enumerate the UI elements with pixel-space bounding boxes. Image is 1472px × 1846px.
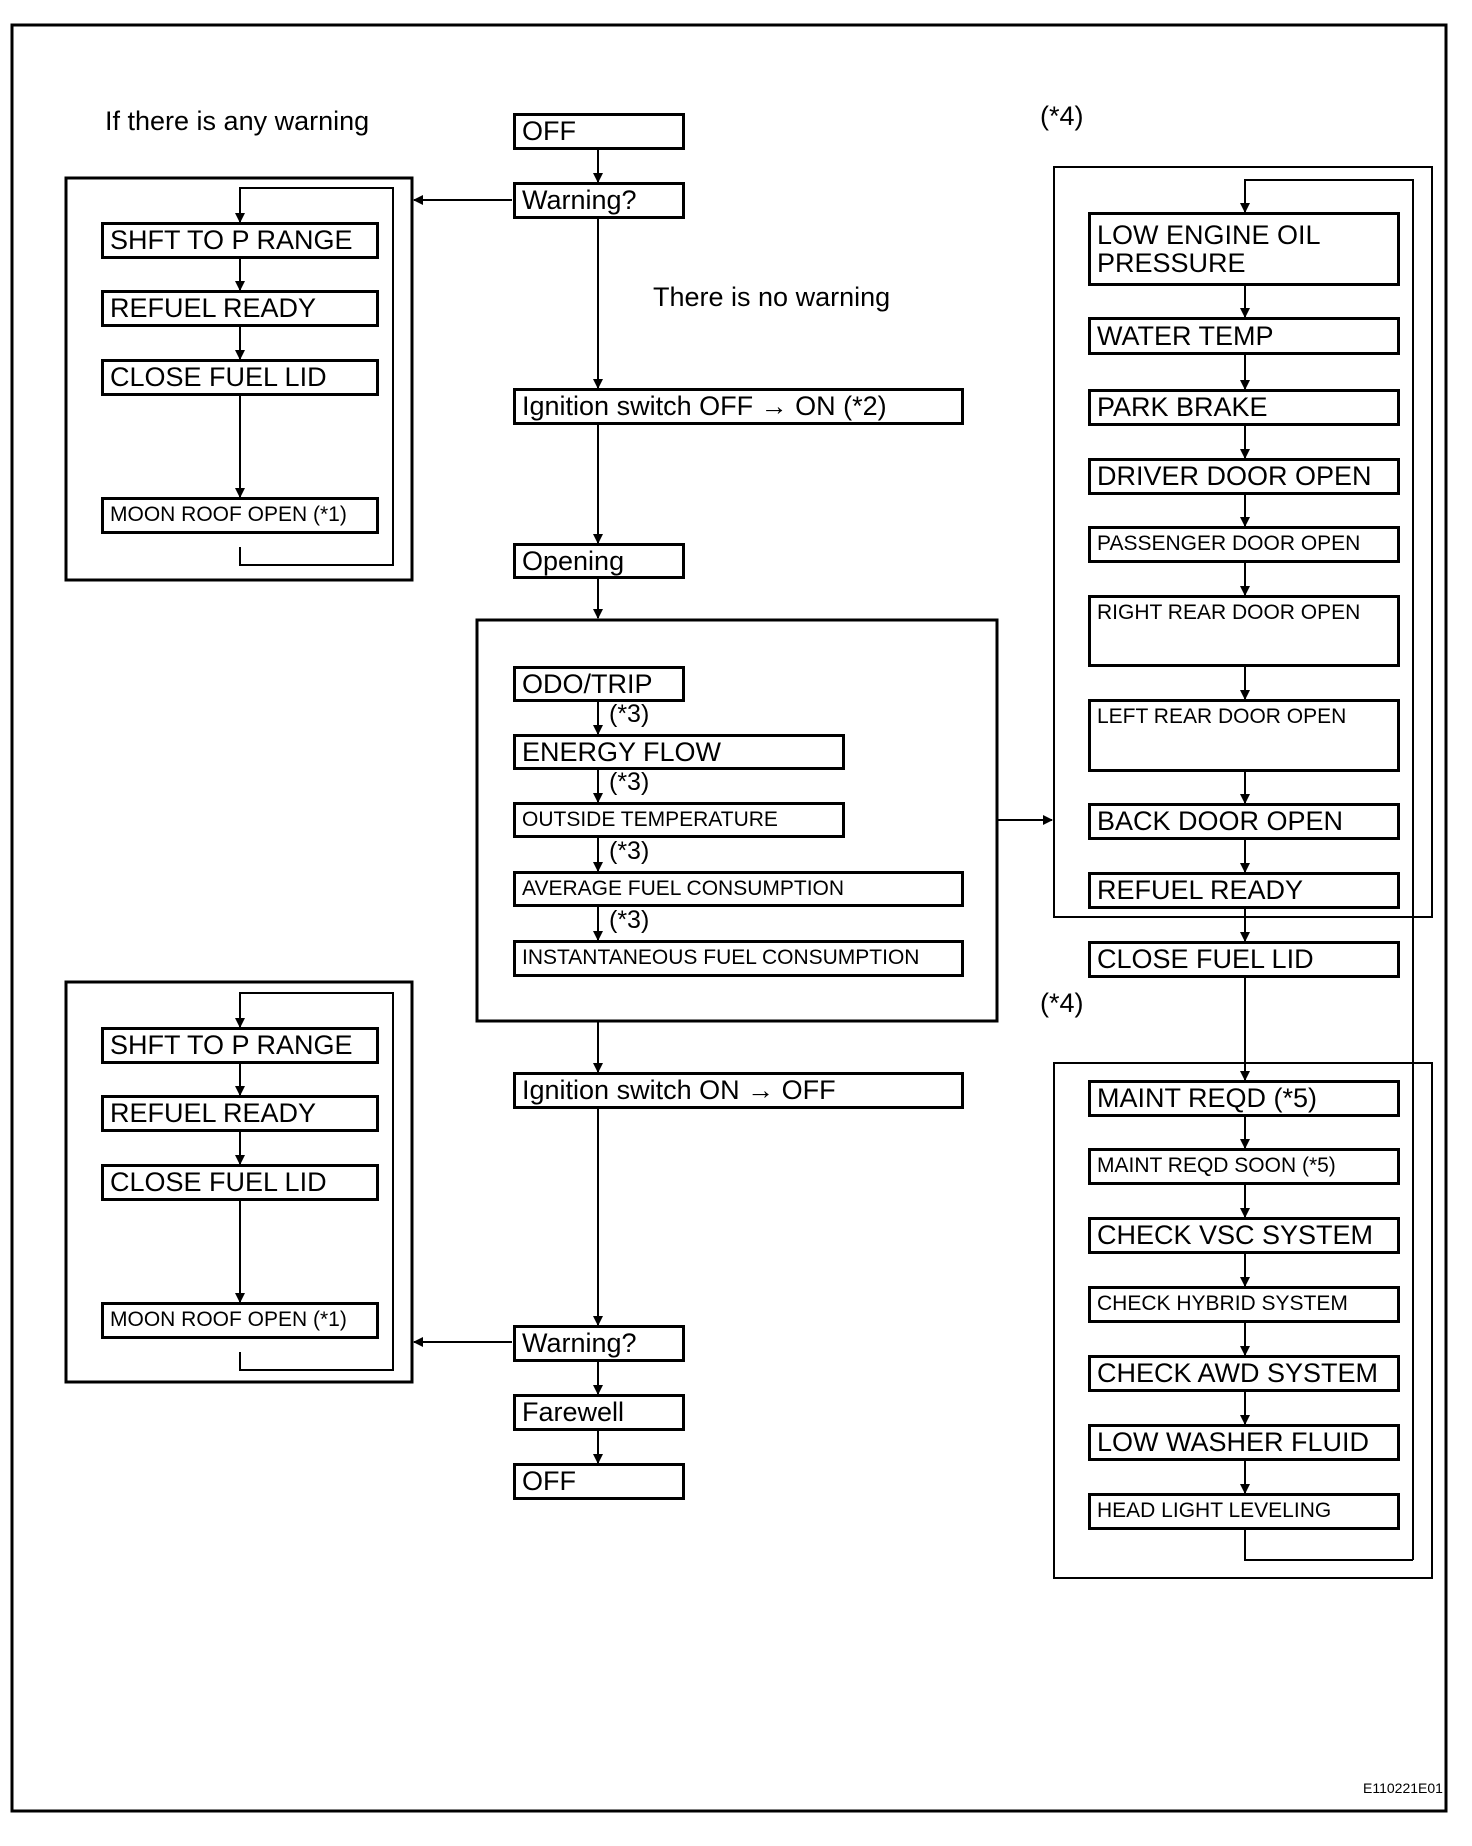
energy-flow-box: ENERGY FLOW (513, 734, 845, 770)
right-bottom-group-frame (1053, 1062, 1433, 1579)
ignition-on-off-box: Ignition switch ON → OFF (513, 1072, 964, 1109)
note-3-label: (*3) (609, 837, 650, 865)
check-vsc-system-box: CHECK VSC SYSTEM (1088, 1217, 1400, 1254)
if-warning-label: If there is any warning (105, 106, 370, 136)
maint-reqd-soon-box: MAINT REQD SOON (*5) (1088, 1148, 1400, 1185)
left-top-group-frame (64, 176, 414, 582)
water-temp-box: WATER TEMP (1088, 317, 1400, 355)
warning-bottom-box: Warning? (513, 1325, 685, 1362)
right-rear-door-open-box: RIGHT REAR DOOR OPEN (1088, 595, 1400, 667)
moon-roof-open-box: MOON ROOF OPEN (*1) (101, 1302, 379, 1339)
odo-trip-box: ODO/TRIP (513, 666, 685, 702)
back-door-open-box: BACK DOOR OPEN (1088, 803, 1400, 840)
head-light-leveling-box: HEAD LIGHT LEVELING (1088, 1493, 1400, 1530)
maint-reqd-box: MAINT REQD (*5) (1088, 1080, 1400, 1117)
off-bottom-box: OFF (513, 1463, 685, 1500)
opening-box: Opening (513, 543, 685, 579)
note-3-label: (*3) (609, 768, 650, 796)
note-4-bottom-label: (*4) (1040, 988, 1084, 1018)
close-fuel-lid-box: CLOSE FUEL LID (101, 359, 379, 396)
moon-roof-open-box: MOON ROOF OPEN (*1) (101, 497, 379, 534)
refuel-ready-box: REFUEL READY (101, 1095, 379, 1132)
check-hybrid-system-box: CHECK HYBRID SYSTEM (1088, 1286, 1400, 1323)
close-fuel-lid-box: CLOSE FUEL LID (1088, 941, 1400, 978)
driver-door-open-box: DRIVER DOOR OPEN (1088, 458, 1400, 495)
check-awd-system-box: CHECK AWD SYSTEM (1088, 1355, 1400, 1392)
shift-p-range-box: SHFT TO P RANGE (101, 222, 379, 259)
left-bottom-group-frame (64, 980, 414, 1384)
left-rear-door-open-box: LEFT REAR DOOR OPEN (1088, 699, 1400, 772)
close-fuel-lid-box: CLOSE FUEL LID (101, 1164, 379, 1201)
average-fuel-box: AVERAGE FUEL CONSUMPTION (513, 871, 964, 907)
park-brake-box: PARK BRAKE (1088, 389, 1400, 426)
outside-temperature-box: OUTSIDE TEMPERATURE (513, 802, 845, 838)
warning-top-box: Warning? (513, 182, 685, 219)
ignition-off-on-box: Ignition switch OFF → ON (*2) (513, 388, 964, 425)
right-top-group-frame (1053, 166, 1433, 918)
instantaneous-fuel-box: INSTANTANEOUS FUEL CONSUMPTION (513, 940, 964, 977)
note-3-label: (*3) (609, 906, 650, 934)
farewell-box: Farewell (513, 1394, 685, 1431)
no-warning-label: There is no warning (653, 282, 891, 312)
passenger-door-open-box: PASSENGER DOOR OPEN (1088, 526, 1400, 563)
off-top-box: OFF (513, 113, 685, 150)
note-4-top-label: (*4) (1040, 101, 1084, 131)
low-engine-oil-pressure-box: LOW ENGINE OIL PRESSURE (1088, 212, 1400, 286)
figure-code-label: E110221E01 (1363, 1780, 1443, 1796)
shift-p-range-box: SHFT TO P RANGE (101, 1027, 379, 1064)
note-3-label: (*3) (609, 700, 650, 728)
refuel-ready-box: REFUEL READY (101, 290, 379, 327)
low-washer-fluid-box: LOW WASHER FLUID (1088, 1424, 1400, 1461)
outer-frame (10, 23, 1448, 1813)
refuel-ready-box: REFUEL READY (1088, 872, 1400, 909)
